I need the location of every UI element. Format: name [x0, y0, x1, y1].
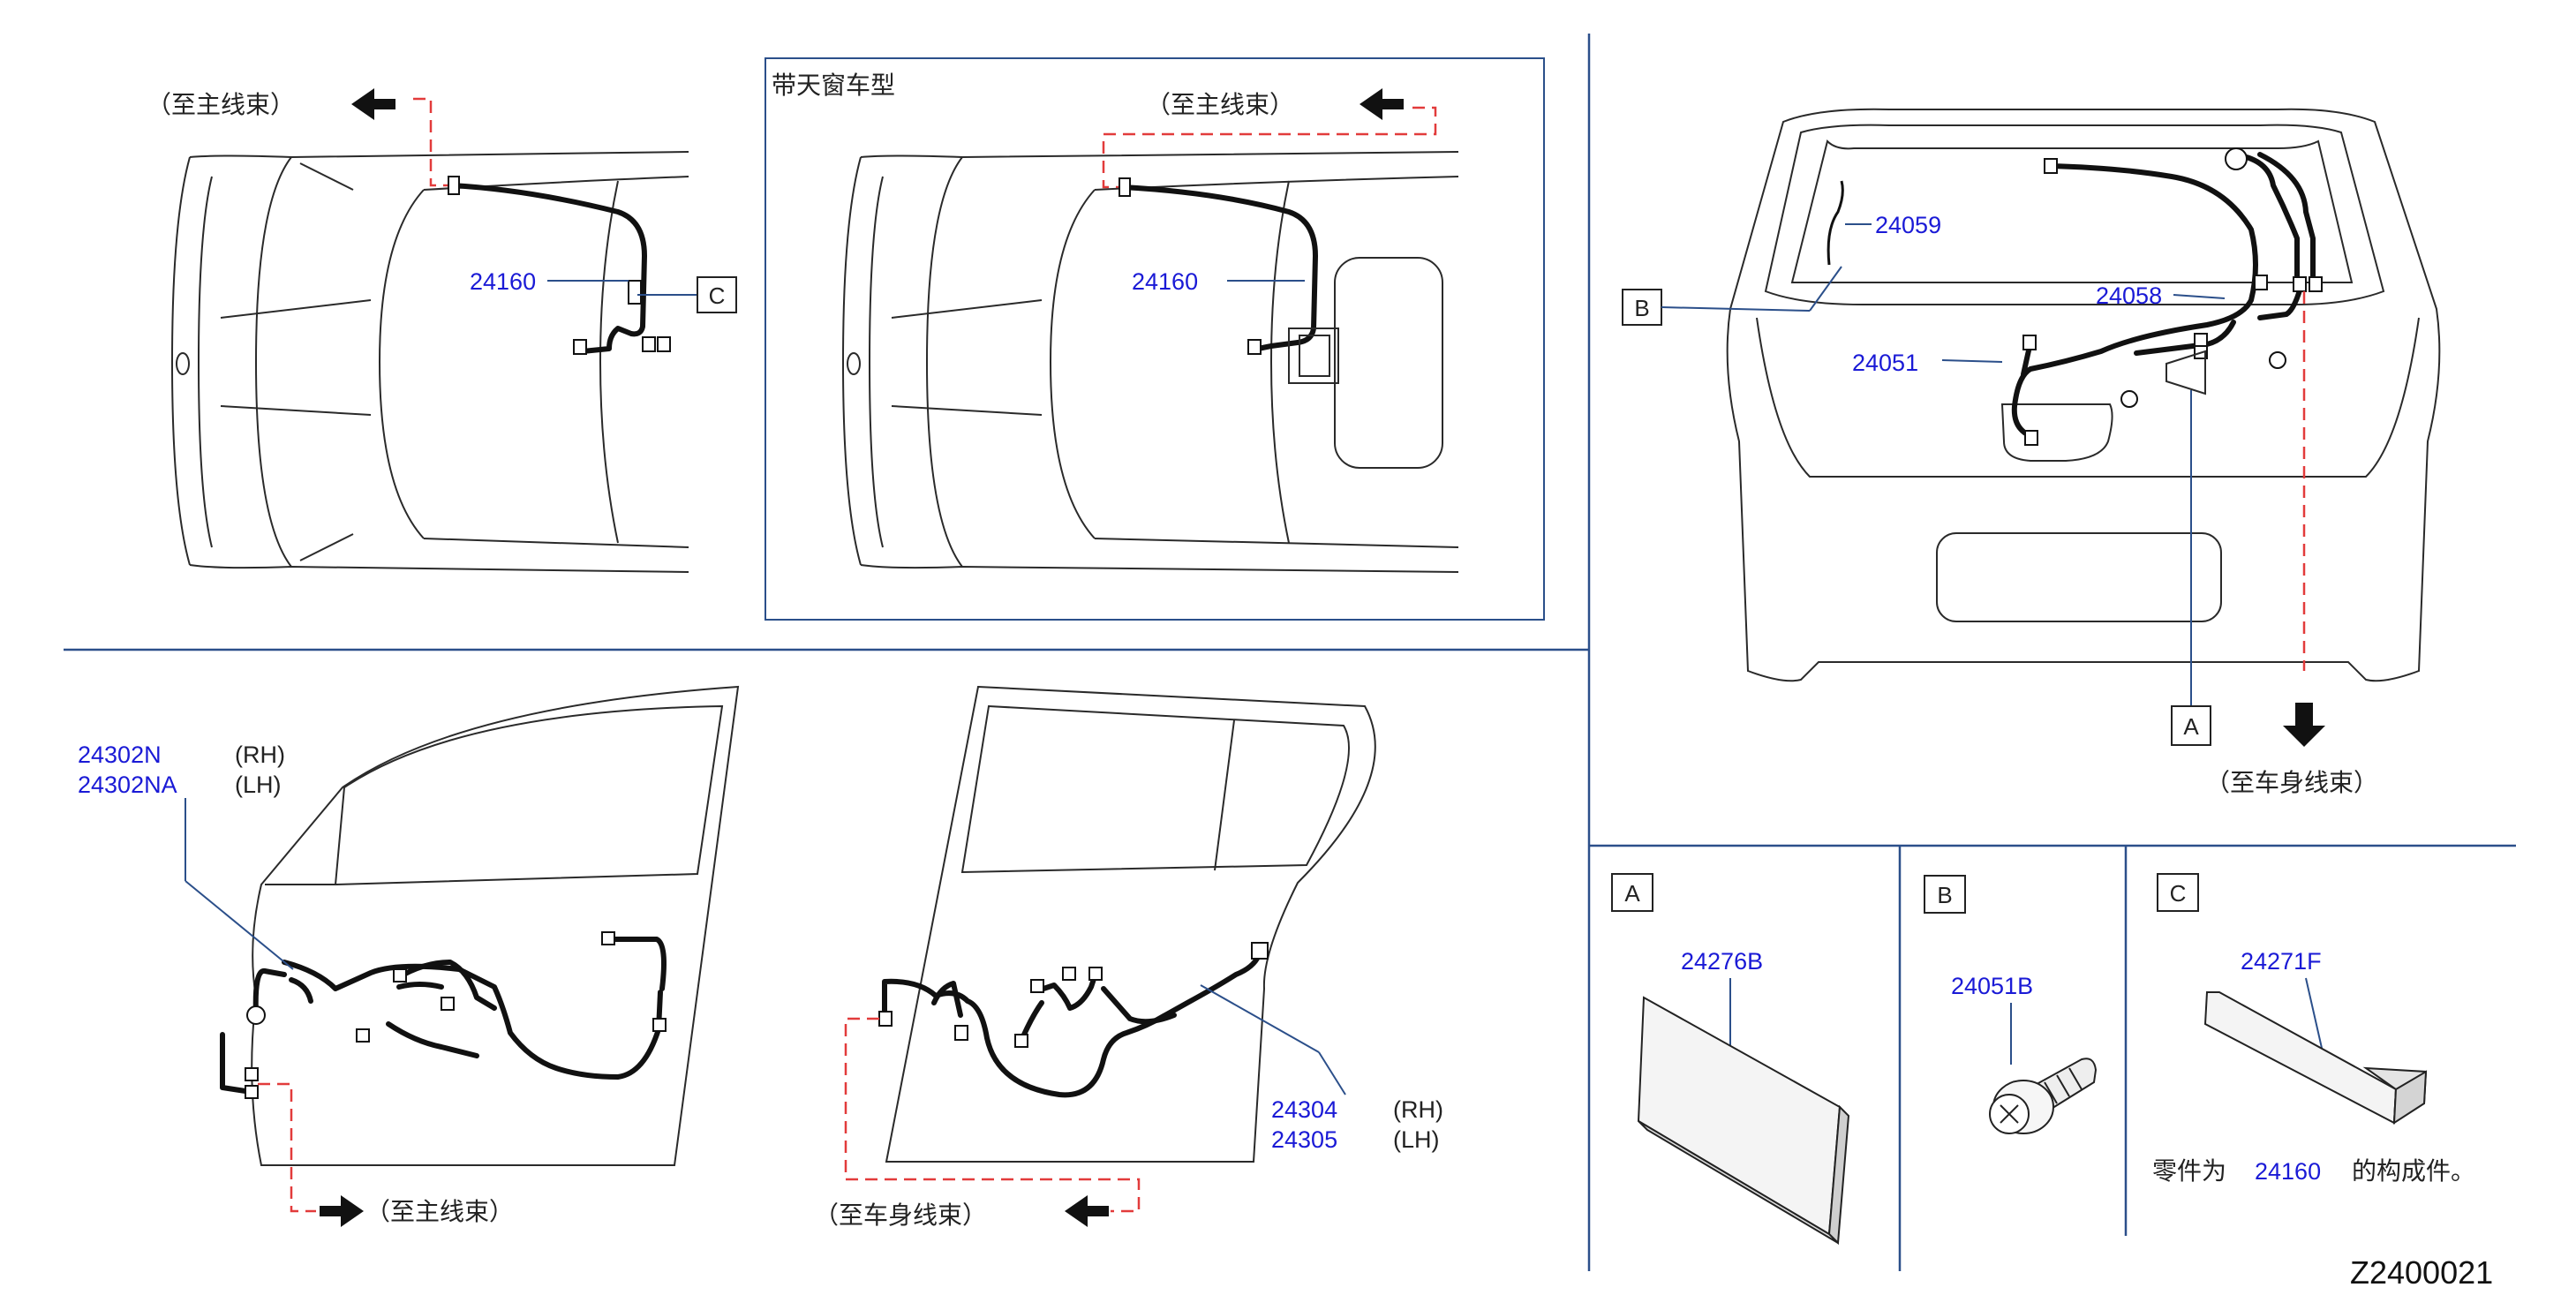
detail-b: B 24051B	[1924, 875, 2098, 1134]
part-number-24051: 24051	[1852, 350, 1918, 376]
part-number-24160: 24160	[470, 268, 536, 295]
part-number-24271f: 24271F	[2241, 948, 2322, 975]
sunroof-model-label: 带天窗车型	[772, 71, 895, 100]
arrow-left-icon	[1360, 88, 1404, 120]
callout-a: A	[2183, 713, 2199, 740]
to-main-harness-label-3: （至主线束）	[365, 1197, 514, 1226]
part-number-24058: 24058	[2096, 282, 2162, 309]
diagram-code: Z2400021	[2350, 1254, 2493, 1291]
callout-b-box	[1622, 289, 1662, 326]
arrow-left-icon	[351, 88, 395, 120]
panel-rear-door: 24304 24305 (RH) (LH) （至车身线束）	[814, 685, 1443, 1230]
bolt-icon	[1989, 1058, 2098, 1134]
to-body-harness-label: （至车身线束）	[2205, 768, 2378, 797]
part-number-24302na: 24302NA	[78, 772, 177, 798]
part-number-24276b: 24276B	[1681, 948, 1763, 975]
connector-clip-icon	[2203, 991, 2428, 1125]
part-number-24304: 24304	[1271, 1096, 1337, 1123]
panel-front-door: 24302N 24302NA (RH) (LH) （至主线束）	[78, 685, 740, 1227]
note-suffix: 的构成件。	[2352, 1156, 2475, 1186]
detail-a: A 24276B	[1611, 873, 1850, 1246]
lh-label: (LH)	[235, 772, 282, 798]
panel-back-door: 24059 24058 24051 B A （至车身线束）	[1622, 108, 2441, 797]
lh-label-2: (LH)	[1393, 1126, 1440, 1153]
part-number-24059: 24059	[1875, 212, 1941, 238]
section-separators	[64, 34, 2516, 1271]
arrow-right-icon	[320, 1195, 364, 1227]
detail-b-letter: B	[1937, 882, 1952, 908]
detail-a-box	[1611, 873, 1653, 912]
part-number-24302n: 24302N	[78, 742, 162, 768]
rh-label: (RH)	[235, 742, 285, 768]
note-part-number: 24160	[2255, 1158, 2321, 1185]
detail-a-letter: A	[1624, 880, 1640, 907]
callout-b: B	[1634, 295, 1649, 321]
to-main-harness-label-2: （至主线束）	[1146, 90, 1294, 119]
detail-b-box	[1924, 875, 1966, 914]
part-number-24160-sunroof: 24160	[1132, 268, 1198, 295]
part-number-24305: 24305	[1271, 1126, 1337, 1153]
panel-sunroof-model: 带天窗车型 （至主线束） 24160	[765, 57, 1545, 621]
to-main-harness-label: （至主线束）	[147, 90, 295, 119]
callout-c-box	[697, 276, 737, 313]
detail-c-box	[2157, 873, 2199, 912]
detail-c-letter: C	[2170, 880, 2187, 907]
rh-label-2: (RH)	[1393, 1096, 1443, 1123]
note-prefix: 零件为	[2152, 1156, 2226, 1186]
to-body-harness-label-2: （至车身线束）	[814, 1201, 987, 1230]
panel-roof-harness: （至主线束） 24160 C	[147, 88, 737, 573]
part-number-24051b: 24051B	[1951, 973, 2033, 999]
detail-c: C 24271F 零件为 24160 的构成件。	[2152, 873, 2475, 1186]
arrow-left-icon	[1065, 1195, 1109, 1227]
arrow-down-icon	[2283, 703, 2325, 747]
callout-a-box	[2171, 705, 2211, 746]
callout-c: C	[709, 282, 726, 309]
